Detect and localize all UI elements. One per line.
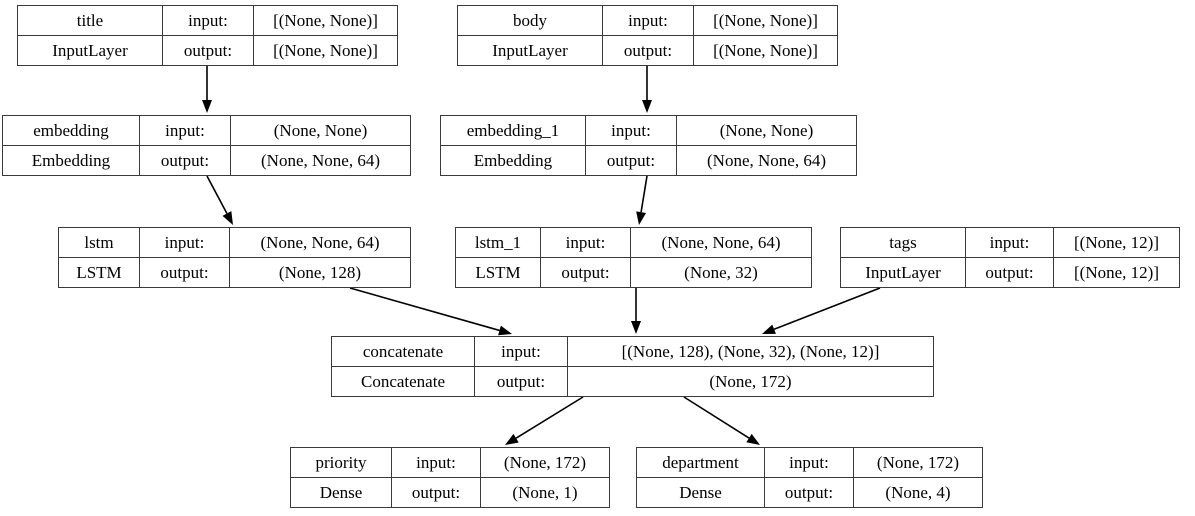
node-embedding_1-input-label: input: — [586, 116, 677, 145]
node-embedding_1-layer-class: Embedding — [441, 146, 586, 175]
edge-concatenate-to-priority — [505, 396, 584, 445]
node-lstm_1-input-label: input: — [541, 228, 631, 257]
node-body-output-shape: [(None, None)] — [713, 41, 818, 60]
node-tags-output-label: output: — [966, 258, 1054, 287]
edge-body-to-embedding_1 — [642, 66, 652, 113]
node-tags-layer-name: tags — [841, 228, 966, 257]
node-body-layer-name: body — [458, 6, 603, 35]
node-department-input-label: input: — [765, 448, 854, 477]
node-tags-input-label: input: — [966, 228, 1054, 257]
node-lstm-output-label: output: — [140, 258, 230, 287]
node-lstm_1-output-label: output: — [541, 258, 631, 287]
node-lstm-layer-class: LSTM — [59, 258, 140, 287]
node-concatenate-layer-class: Concatenate — [332, 367, 475, 396]
node-embedding-layer-name: embedding — [3, 116, 140, 145]
node-concatenate-input-label: input: — [475, 337, 568, 366]
node-embedding_1-output-shape: (None, None, 64) — [707, 151, 826, 170]
node-priority-output-shape: (None, 1) — [512, 483, 578, 502]
node-body-output-label: output: — [603, 36, 694, 65]
node-embedding-output-shape: (None, None, 64) — [261, 151, 380, 170]
node-priority-input-label: input: — [392, 448, 481, 477]
node-lstm-input-shape: (None, None, 64) — [260, 233, 380, 252]
node-lstm-output-shape: (None, 128) — [278, 263, 362, 282]
node-department-output-label: output: — [765, 478, 854, 507]
edge-lstm-to-concatenate — [349, 287, 512, 336]
node-embedding_1-input-shape: (None, None) — [719, 121, 814, 140]
edge-embedding-to-lstm — [206, 175, 233, 225]
node-embedding-input-label: input: — [140, 116, 231, 145]
node-priority-layer-class: Dense — [291, 478, 392, 507]
node-concatenate-output-shape: (None, 172) — [709, 372, 792, 391]
node-concatenate-input-shape: [(None, 128), (None, 32), (None, 12)] — [621, 342, 880, 361]
node-embedding-output-label: output: — [140, 146, 231, 175]
node-title-input-label: input: — [163, 6, 254, 35]
node-body-layer-class: InputLayer — [458, 36, 603, 65]
node-lstm_1-layer-name: lstm_1 — [456, 228, 541, 257]
edge-title-to-embedding — [202, 66, 212, 113]
node-lstm-layer-name: lstm — [59, 228, 140, 257]
node-lstm_1-output-shape: (None, 32) — [684, 263, 758, 282]
node-embedding_1-output-label: output: — [586, 146, 677, 175]
node-department-input-shape: (None, 172) — [876, 453, 960, 472]
node-embedding-input-shape: (None, None) — [273, 121, 368, 140]
node-tags-input-shape: [(None, 12)] — [1074, 233, 1159, 252]
node-department-layer-name: department — [637, 448, 765, 477]
node-body-input-shape: [(None, None)] — [713, 11, 818, 30]
node-tags-output-shape: [(None, 12)] — [1074, 263, 1159, 282]
node-title-output-shape: [(None, None)] — [273, 41, 378, 60]
node-lstm-input-label: input: — [140, 228, 230, 257]
edge-concatenate-to-department — [683, 396, 760, 445]
node-title-layer-class: InputLayer — [18, 36, 163, 65]
edge-embedding_1-to-lstm_1 — [636, 175, 648, 225]
node-lstm_1-layer-class: LSTM — [456, 258, 541, 287]
node-body-input-label: input: — [603, 6, 694, 35]
node-department-layer-class: Dense — [637, 478, 765, 507]
edge-tags-to-concatenate — [762, 287, 881, 334]
node-priority-layer-name: priority — [291, 448, 392, 477]
node-priority-input-shape: (None, 172) — [503, 453, 587, 472]
edge-lstm_1-to-concatenate — [631, 288, 641, 334]
node-concatenate-layer-name: concatenate — [332, 337, 475, 366]
node-embedding_1-layer-name: embedding_1 — [441, 116, 586, 145]
node-tags-layer-class: InputLayer — [841, 258, 966, 287]
node-lstm_1-input-shape: (None, None, 64) — [661, 233, 781, 252]
node-priority-output-label: output: — [392, 478, 481, 507]
node-title-output-label: output: — [163, 36, 254, 65]
node-title-input-shape: [(None, None)] — [273, 11, 378, 30]
node-department-output-shape: (None, 4) — [885, 483, 951, 502]
node-concatenate-output-label: output: — [475, 367, 568, 396]
node-embedding-layer-class: Embedding — [3, 146, 140, 175]
node-title-layer-name: title — [18, 6, 163, 35]
